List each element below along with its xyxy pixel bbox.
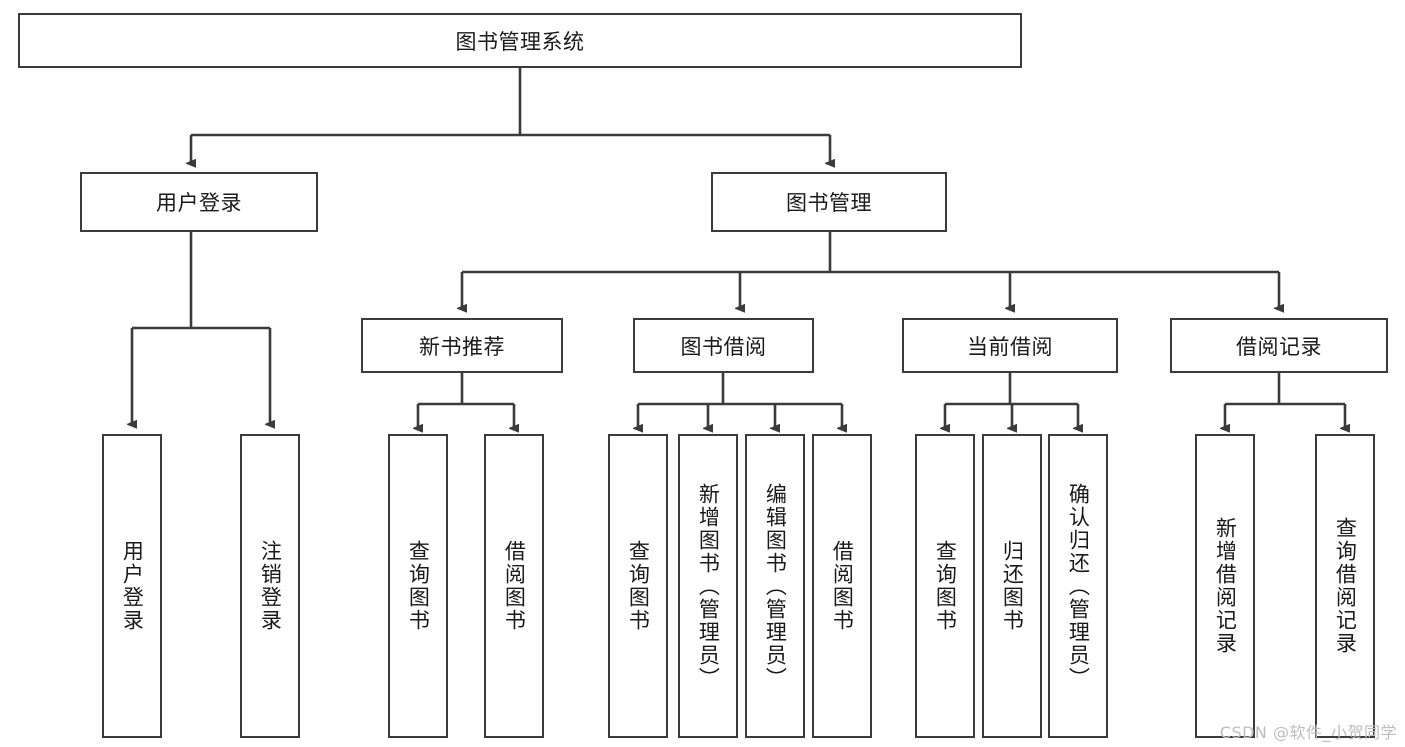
leaf-book-borrow-add-book-admin[interactable]: 新增图书（管理员） — [678, 434, 738, 738]
node-label: 查询图书 — [406, 540, 431, 632]
node-label: 确认归还（管理员） — [1066, 482, 1091, 690]
node-label: 注销登录 — [258, 540, 283, 632]
node-label: 归还图书 — [1000, 540, 1025, 632]
node-book-management[interactable]: 图书管理 — [711, 172, 947, 232]
node-label: 查询借阅记录 — [1333, 517, 1358, 655]
node-label: 用户登录 — [156, 191, 242, 215]
node-current-borrow[interactable]: 当前借阅 — [902, 318, 1118, 373]
node-user-login[interactable]: 用户登录 — [80, 172, 318, 232]
leaf-user-login-login[interactable]: 用户登录 — [102, 434, 162, 738]
node-label: 编辑图书（管理员） — [763, 482, 788, 690]
node-label: 借阅记录 — [1236, 334, 1322, 359]
leaf-user-login-logout[interactable]: 注销登录 — [240, 434, 300, 738]
node-label: 用户登录 — [120, 540, 145, 632]
node-label: 图书管理系统 — [455, 29, 585, 54]
leaf-book-borrow-borrow-book[interactable]: 借阅图书 — [812, 434, 872, 738]
node-root-book-management-system[interactable]: 图书管理系统 — [18, 13, 1022, 68]
leaf-borrow-record-add-record[interactable]: 新增借阅记录 — [1195, 434, 1255, 738]
node-book-borrow[interactable]: 图书借阅 — [633, 318, 814, 373]
node-label: 图书管理 — [786, 191, 872, 215]
leaf-current-borrow-confirm-return-admin[interactable]: 确认归还（管理员） — [1048, 434, 1108, 738]
node-borrow-record[interactable]: 借阅记录 — [1170, 318, 1388, 373]
node-label: 新增图书（管理员） — [696, 482, 721, 690]
node-label: 新书推荐 — [419, 334, 505, 359]
leaf-book-borrow-edit-book-admin[interactable]: 编辑图书（管理员） — [745, 434, 805, 738]
node-new-book-recommend[interactable]: 新书推荐 — [361, 318, 563, 373]
leaf-new-book-query-book[interactable]: 查询图书 — [388, 434, 448, 738]
leaf-current-borrow-query-book[interactable]: 查询图书 — [915, 434, 975, 738]
node-label: 查询图书 — [626, 540, 651, 632]
node-label: 新增借阅记录 — [1213, 517, 1238, 655]
leaf-book-borrow-query-book[interactable]: 查询图书 — [608, 434, 668, 738]
leaf-borrow-record-query-record[interactable]: 查询借阅记录 — [1315, 434, 1375, 738]
watermark-text: CSDN @软件_小贺同学 — [1219, 723, 1397, 742]
leaf-current-borrow-return-book[interactable]: 归还图书 — [982, 434, 1042, 738]
node-label: 借阅图书 — [502, 540, 527, 632]
node-label: 借阅图书 — [830, 540, 855, 632]
node-label: 查询图书 — [933, 540, 958, 632]
node-label: 图书借阅 — [680, 334, 767, 359]
node-label: 当前借阅 — [967, 334, 1053, 359]
leaf-new-book-borrow-book[interactable]: 借阅图书 — [484, 434, 544, 738]
